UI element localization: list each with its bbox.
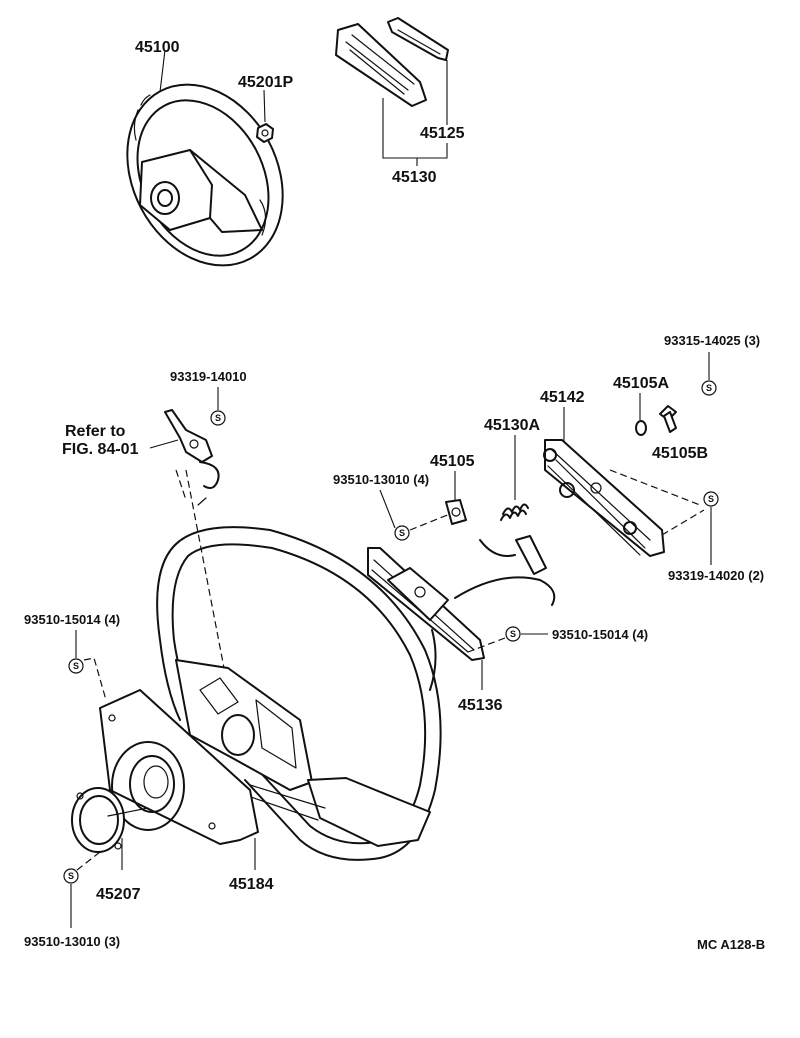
standard-part-symbol-93315: S bbox=[701, 380, 717, 396]
standard-part-symbol-93319-14020: S bbox=[703, 491, 719, 507]
horn-contact-plate-45136 bbox=[367, 535, 556, 691]
label-45100: 45100 bbox=[135, 39, 180, 56]
label-93510-15014-right: 93510-15014 (4) bbox=[552, 627, 648, 642]
label-45142: 45142 bbox=[540, 389, 585, 406]
label-45130A: 45130A bbox=[484, 417, 540, 434]
label-93319-14020: 93319-14020 (2) bbox=[668, 568, 764, 583]
svg-text:S: S bbox=[215, 413, 221, 423]
steering-column-cover-45184 bbox=[99, 689, 259, 845]
label-93510-15014-left: 93510-15014 (4) bbox=[24, 612, 120, 627]
standard-part-symbol-93510-13010-3: S bbox=[63, 868, 79, 884]
svg-text:S: S bbox=[399, 528, 405, 538]
figure-code: MC A128-B bbox=[697, 937, 765, 952]
spring-45130A bbox=[500, 503, 529, 521]
steering-wheel-top bbox=[126, 83, 284, 267]
label-45105B: 45105B bbox=[652, 445, 708, 462]
standard-part-symbol-93510-15014-left: S bbox=[68, 658, 84, 674]
svg-text:S: S bbox=[73, 661, 79, 671]
label-93315-14025: 93315-14025 (3) bbox=[664, 333, 760, 348]
clip-45105 bbox=[445, 499, 467, 525]
horn-pad-assembly bbox=[335, 17, 449, 107]
svg-text:S: S bbox=[708, 494, 714, 504]
horn-switch-bracket bbox=[164, 409, 220, 506]
label-45125: 45125 bbox=[420, 125, 465, 142]
label-45207: 45207 bbox=[96, 886, 141, 903]
label-45105A: 45105A bbox=[613, 375, 669, 392]
label-fig-84-01: FIG. 84-01 bbox=[62, 441, 139, 458]
label-45130: 45130 bbox=[392, 169, 437, 186]
label-refer-to: Refer to bbox=[65, 423, 126, 440]
label-93510-13010-4: 93510-13010 (4) bbox=[333, 472, 429, 487]
washer-45105A bbox=[635, 420, 647, 436]
nut-45201P bbox=[256, 123, 274, 143]
standard-part-symbol-93510-13010-4: S bbox=[394, 525, 410, 541]
standard-part-symbol-93319-14010: S bbox=[210, 410, 226, 426]
label-45136: 45136 bbox=[458, 697, 503, 714]
label-93510-13010-3: 93510-13010 (3) bbox=[24, 934, 120, 949]
standard-part-symbol-93510-15014-right: S bbox=[505, 626, 521, 642]
svg-text:S: S bbox=[706, 383, 712, 393]
label-45105: 45105 bbox=[430, 453, 475, 470]
svg-text:S: S bbox=[68, 871, 74, 881]
svg-text:S: S bbox=[510, 629, 516, 639]
label-93319-14010: 93319-14010 bbox=[170, 369, 247, 384]
ring-45207 bbox=[71, 787, 149, 853]
pin-45105B bbox=[659, 405, 677, 433]
label-45184: 45184 bbox=[229, 876, 274, 893]
label-45201P: 45201P bbox=[238, 74, 293, 91]
steering-wheel-main bbox=[156, 526, 442, 861]
bracket-plate-45142 bbox=[543, 439, 665, 557]
